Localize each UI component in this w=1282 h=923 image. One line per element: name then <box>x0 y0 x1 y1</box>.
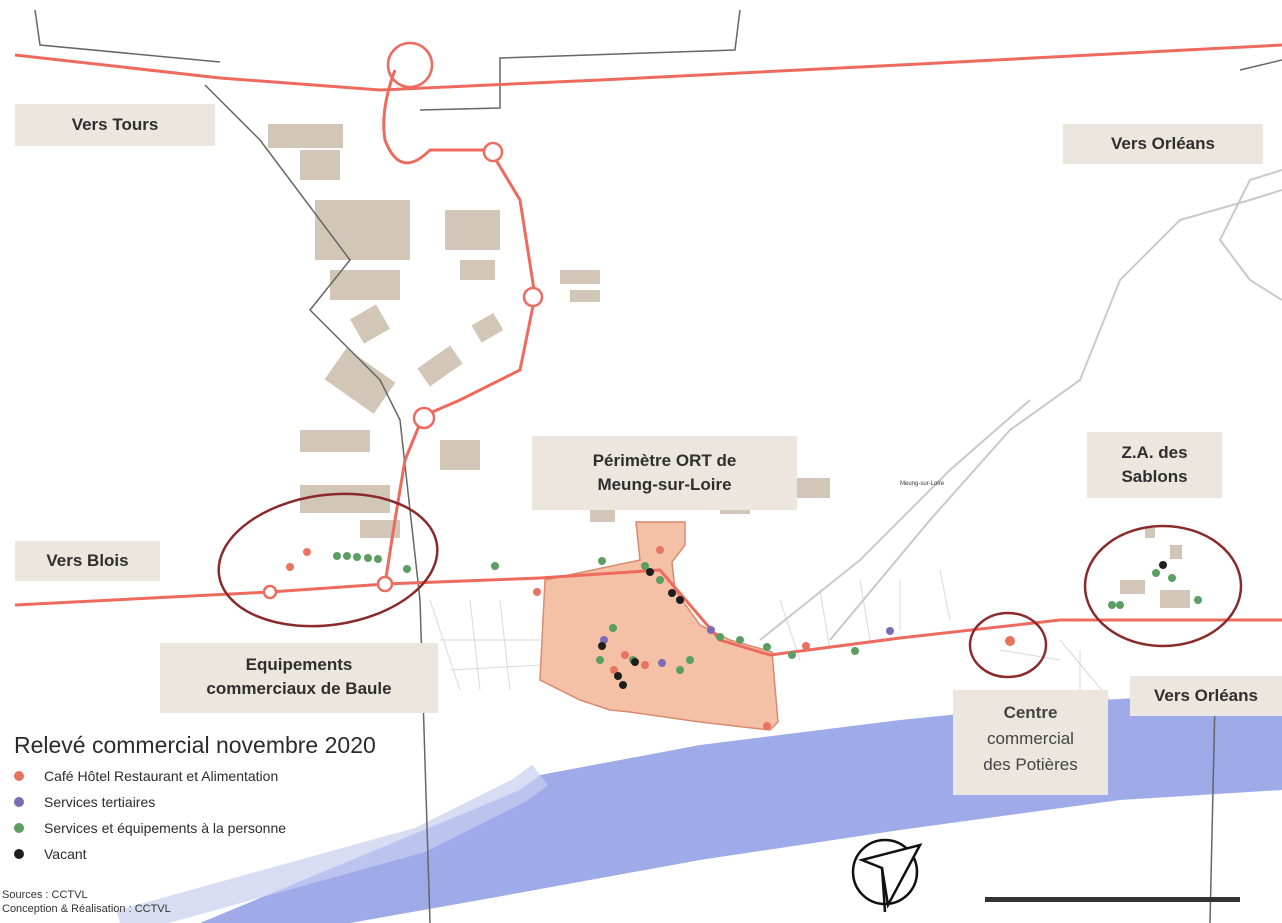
points-cafe-hotel-restaurant <box>286 546 1015 730</box>
river-bank <box>116 764 548 923</box>
roundabouts <box>262 41 544 600</box>
label-perimetre-line2: Meung-sur-Loire <box>597 475 732 494</box>
buildings <box>268 124 1190 608</box>
north-arrow-icon <box>851 838 923 913</box>
legend-label-tertiaires: Services tertiaires <box>44 794 156 810</box>
sources-line1: Sources : CCTVL <box>2 889 88 901</box>
legend-title: Relevé commercial novembre 2020 <box>14 732 376 758</box>
label-vers-orleans-top-text: Vers Orléans <box>1111 134 1215 153</box>
label-centre-potieres: Centre commercial des Potières <box>953 690 1108 795</box>
label-vers-tours-text: Vers Tours <box>71 115 159 134</box>
minor-roads <box>759 169 1282 641</box>
label-equip-line1: Equipements <box>245 655 353 674</box>
legend-dot-tertiaires <box>14 797 24 807</box>
label-centre-line3: des Potières <box>983 755 1078 774</box>
legend-label-vacant: Vacant <box>44 846 87 862</box>
legend: Relevé commercial novembre 2020 Café Hôt… <box>14 732 376 867</box>
label-equip-line2: commerciaux de Baule <box>206 679 392 698</box>
label-za-line1: Z.A. des <box>1121 443 1188 462</box>
label-vers-orleans-right: Vers Orléans <box>1130 676 1282 716</box>
legend-label-cafe: Café Hôtel Restaurant et Alimentation <box>44 768 279 784</box>
main-roads <box>14 43 1282 657</box>
label-vers-tours: Vers Tours <box>15 104 215 146</box>
label-vers-blois-text: Vers Blois <box>46 551 129 570</box>
label-equipements-baule: Equipements commerciaux de Baule <box>160 643 438 713</box>
points-services-personne <box>333 552 1202 674</box>
label-centre-line2: commercial <box>987 729 1074 748</box>
label-perimetre-line1: Périmètre ORT de <box>592 451 737 470</box>
legend-label-personne: Services et équipements à la personne <box>44 820 287 836</box>
label-za-sablons: Z.A. des Sablons <box>1087 432 1222 498</box>
sources-line2: Conception & Réalisation : CCTVL <box>2 903 171 915</box>
label-vers-blois: Vers Blois <box>15 541 160 581</box>
label-za-line2: Sablons <box>1121 467 1188 486</box>
points-services-tertiaires <box>600 626 894 667</box>
points-vacant <box>598 561 1167 689</box>
sources-block: Sources : CCTVL Conception & Réalisation… <box>2 888 171 916</box>
scale-bar <box>985 897 1240 902</box>
legend-item-tertiaires: Services tertiaires <box>14 789 376 815</box>
legend-dot-cafe <box>14 771 24 781</box>
label-perimetre-ort: Périmètre ORT de Meung-sur-Loire <box>532 436 797 510</box>
label-centre-line1: Centre <box>1003 703 1058 722</box>
legend-item-vacant: Vacant <box>14 841 376 867</box>
highlight-circles <box>217 492 1243 679</box>
label-vers-orleans-top: Vers Orléans <box>1063 124 1263 164</box>
legend-dot-vacant <box>14 849 24 859</box>
label-town-small: Meung-sur-Loire <box>900 481 945 487</box>
legend-item-cafe: Café Hôtel Restaurant et Alimentation <box>14 763 376 789</box>
legend-dot-personne <box>14 823 24 833</box>
label-vers-orleans-right-text: Vers Orléans <box>1154 686 1258 705</box>
legend-item-personne: Services et équipements à la personne <box>14 815 376 841</box>
